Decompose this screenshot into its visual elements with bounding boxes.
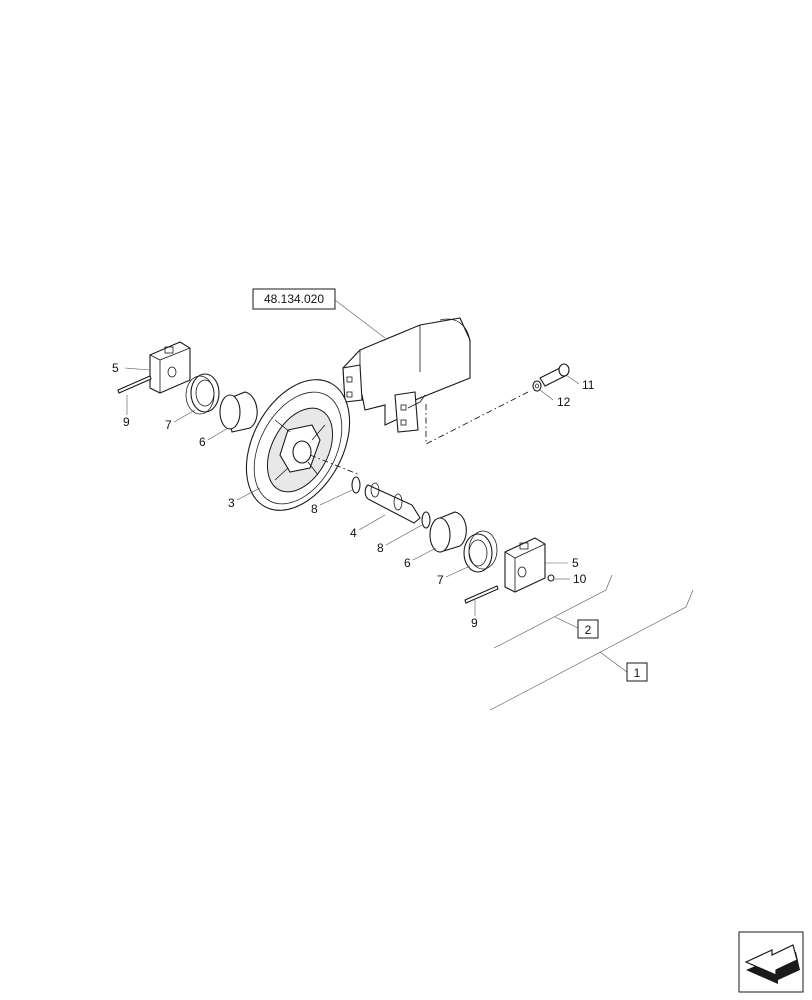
- o-ring-b: [421, 511, 431, 529]
- callout-8-b: 8: [377, 524, 423, 555]
- callout-7-right: 7: [437, 565, 471, 587]
- idler-wheel: [245, 379, 351, 511]
- bushing-right: [429, 511, 467, 553]
- group-bracket-2[interactable]: 2: [493, 574, 613, 649]
- pin-right: [464, 585, 499, 604]
- svg-text:11: 11: [582, 378, 595, 392]
- callout-6-left: 6: [199, 427, 229, 449]
- group-label-2: 2: [585, 623, 592, 637]
- svg-text:3: 3: [228, 496, 235, 510]
- callout-11: 11: [565, 374, 595, 392]
- next-page-arrow-icon[interactable]: [738, 931, 804, 993]
- svg-text:6: 6: [199, 435, 206, 449]
- callout-10: 10: [555, 572, 587, 586]
- grease-fitting: [547, 574, 555, 582]
- callout-5-right: 5: [545, 556, 579, 570]
- bearing-block-right: [504, 537, 546, 593]
- svg-text:7: 7: [437, 573, 444, 587]
- group-label-1: 1: [634, 666, 641, 680]
- bolt: [539, 363, 570, 387]
- svg-text:9: 9: [471, 616, 478, 630]
- callout-9-left: 9: [123, 395, 130, 429]
- callout-9-right: 9: [471, 600, 478, 630]
- seal-ring-right: [463, 530, 498, 573]
- bushing-left: [219, 391, 258, 433]
- callout-3: 3: [228, 487, 261, 510]
- svg-text:8: 8: [311, 502, 318, 516]
- shaft: [364, 482, 421, 524]
- svg-text:6: 6: [404, 556, 411, 570]
- svg-text:8: 8: [377, 541, 384, 555]
- pin-left: [117, 375, 152, 394]
- washer: [532, 380, 542, 392]
- idler-frame-bracket: [342, 317, 529, 445]
- svg-text:7: 7: [165, 418, 172, 432]
- o-ring-a: [351, 476, 361, 494]
- callout-7-left: 7: [165, 409, 196, 432]
- svg-text:9: 9: [123, 415, 130, 429]
- group-bracket-1[interactable]: 1: [489, 589, 694, 711]
- svg-text:5: 5: [112, 361, 119, 375]
- reference-frame-label: 48.134.020: [264, 292, 324, 306]
- axis-line: [309, 454, 361, 476]
- callout-5-left: 5: [112, 361, 151, 375]
- callout-6-right: 6: [404, 547, 437, 570]
- reference-frame-box[interactable]: 48.134.020: [252, 288, 386, 339]
- callout-12: 12: [539, 389, 571, 409]
- seal-ring-left: [185, 373, 220, 415]
- svg-text:5: 5: [572, 556, 579, 570]
- callout-8-a: 8: [311, 489, 353, 516]
- svg-text:12: 12: [557, 395, 571, 409]
- svg-text:10: 10: [573, 572, 587, 586]
- svg-text:4: 4: [350, 526, 357, 540]
- callout-4: 4: [350, 514, 386, 540]
- bearing-block-left: [149, 341, 191, 394]
